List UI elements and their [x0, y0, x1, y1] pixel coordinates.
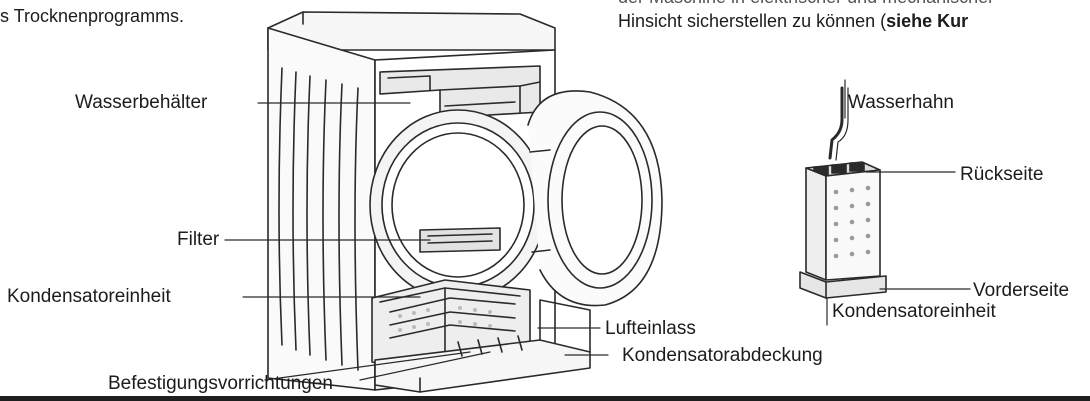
- condenser-unit-right: [799, 86, 887, 299]
- label-wasserhahn: Wasserhahn: [848, 92, 954, 113]
- fasteners: [457, 335, 523, 357]
- intro-text-right-line2: Hinsicht sicherstellen zu können (siehe …: [618, 10, 968, 32]
- label-kondensatorabdeckung: Kondensatorabdeckung: [622, 345, 823, 366]
- label-rueckseite: Rückseite: [960, 164, 1044, 185]
- label-wasserbehaelter: Wasserbehälter: [75, 92, 208, 113]
- intro-text-right-prefix: Hinsicht sicherstellen zu können (: [618, 11, 887, 31]
- drum-opening: [369, 109, 547, 301]
- bottom-rule: [0, 396, 1090, 401]
- leader-lines-right: [826, 79, 971, 326]
- label-vorderseite: Vorderseite: [973, 280, 1070, 301]
- label-kondensatoreinheit-right: Kondensatoreinheit: [832, 301, 996, 322]
- intro-text-left: s Trocknenprogramms.: [0, 6, 185, 26]
- leader-lines: [224, 102, 609, 381]
- label-befestigungsvorrichtungen: Befestigungsvorrichtungen: [108, 373, 333, 394]
- intro-text-right-bold: siehe Kur: [886, 11, 969, 31]
- label-lufteinlass: Lufteinlass: [605, 318, 696, 339]
- dryer-door: [527, 90, 663, 307]
- intro-text-right-line1: der Maschine in elektrischer und mechani…: [618, 0, 994, 8]
- label-kondensatoreinheit-left: Kondensatoreinheit: [7, 286, 171, 307]
- condenser-cover: [374, 299, 591, 393]
- label-filter: Filter: [177, 229, 220, 250]
